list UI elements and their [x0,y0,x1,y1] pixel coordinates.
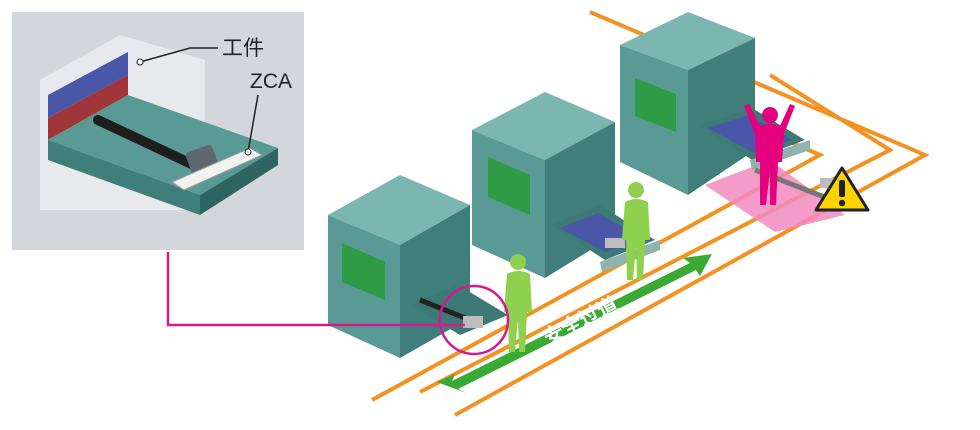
workpiece-callout: 工件 [136,36,264,66]
press-machine-1 [328,175,508,358]
worker-safe-1 [504,254,532,352]
callout-highlight-circle [438,284,510,356]
press-machine-3 [620,12,842,203]
zca-label: ZCA [250,70,292,93]
workpiece-label: 工件 [222,36,264,60]
warning-triangle-icon [814,166,870,212]
zca-callout: ZCA [244,70,292,156]
press-machine-2 [472,92,660,278]
inset-detail-panel [12,12,304,250]
worker-danger [744,104,795,205]
callout-connector [166,252,510,356]
aisle-line-middle [419,73,895,394]
worker-safe-2 [622,182,650,280]
